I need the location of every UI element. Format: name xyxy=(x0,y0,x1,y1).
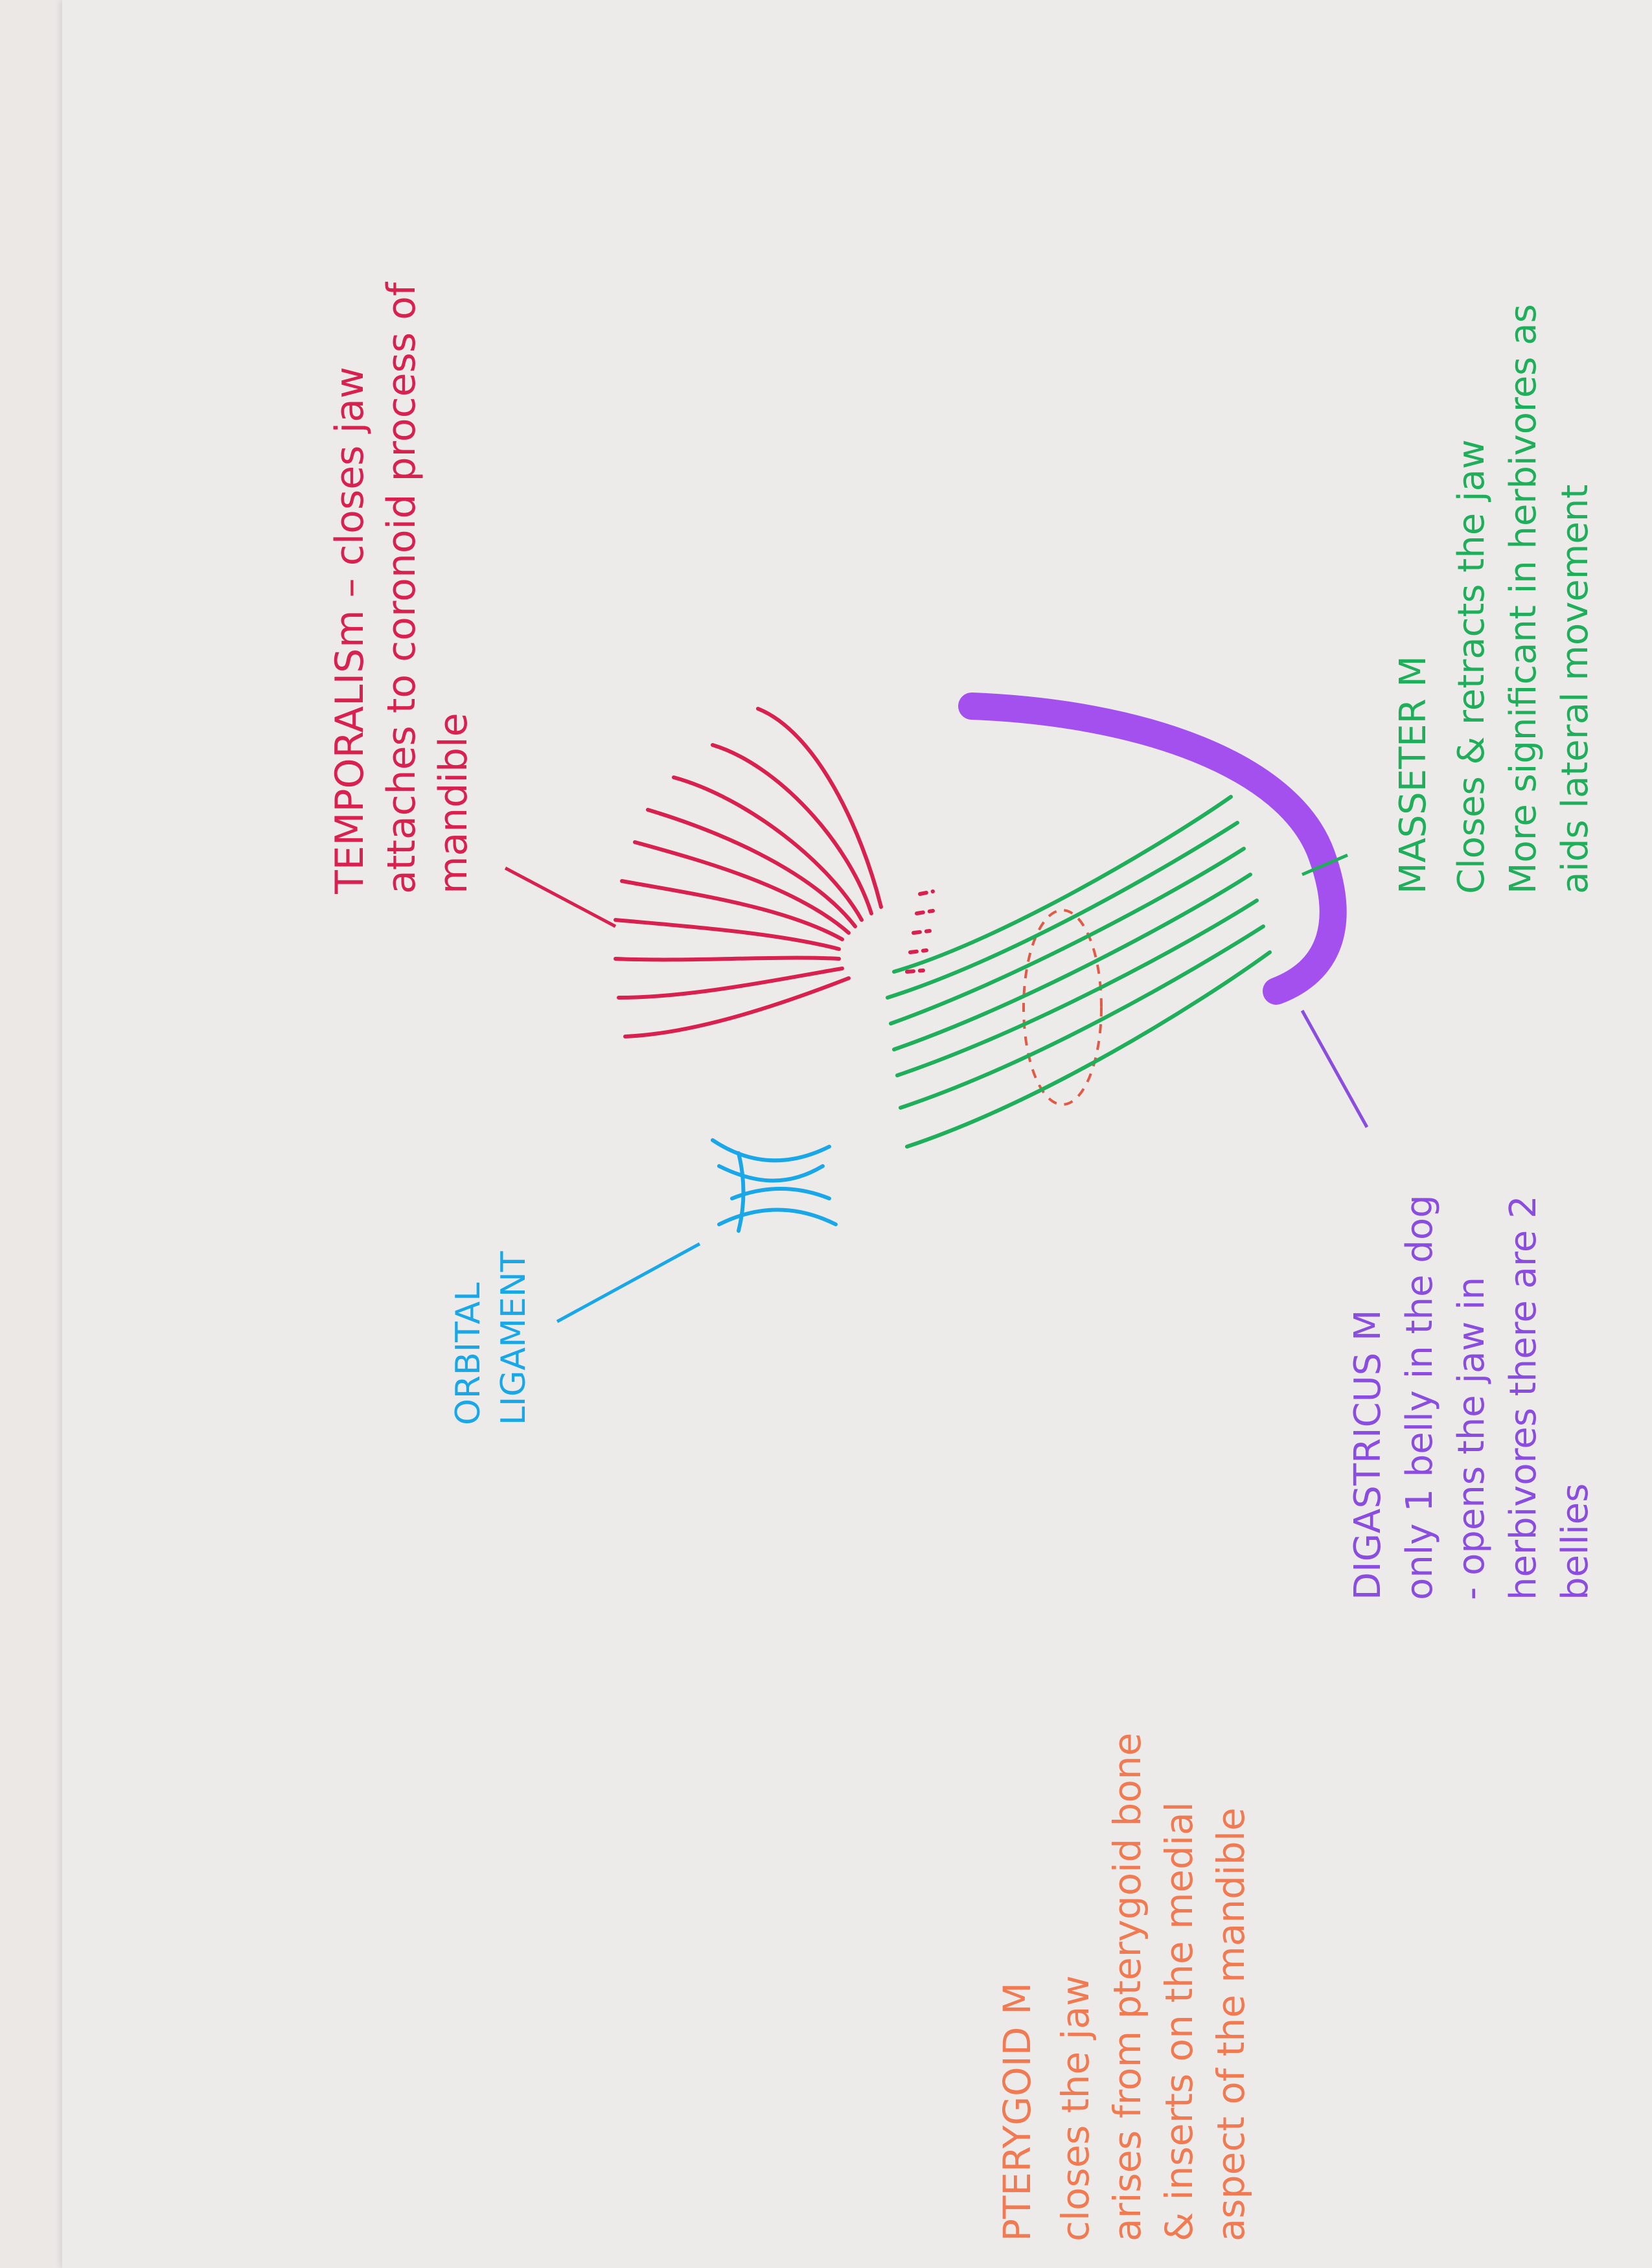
temporalis-fibre xyxy=(617,967,844,1000)
digastricus-line-1: only 1 belly in the dog xyxy=(1399,1195,1441,1600)
masseter-fibre xyxy=(899,924,1265,1110)
temporalis-fibre xyxy=(620,879,844,941)
pterygoid-line-1: closes the jaw xyxy=(1053,1975,1097,2241)
digastricus-leader-line xyxy=(1300,1009,1369,1128)
muscle-outline-dashed xyxy=(1022,909,1103,1106)
masseter-line-3: aids lateral movement xyxy=(1554,485,1596,894)
masseter-fibre xyxy=(892,873,1252,1051)
orbital-ligament xyxy=(711,1138,838,1233)
orbital-label: ORBITAL LIGAMENT xyxy=(449,1251,533,1425)
masseter-line-2: More significant in herbivores as xyxy=(1502,304,1544,894)
digastricus-line-2: - opens the jaw in xyxy=(1451,1277,1493,1600)
temporalis-fibre xyxy=(646,808,857,928)
temporalis-line-1: m – closes jaw xyxy=(327,367,373,648)
masseter-leader-line xyxy=(1302,853,1348,876)
temporalis-label: TEMPORALIS m – closes jaw attaches to co… xyxy=(327,281,476,895)
pterygoid-line-4: aspect of the mandible xyxy=(1209,1807,1253,2241)
temporalis-fibre xyxy=(614,918,841,951)
masseter-fibre xyxy=(905,950,1272,1149)
masseter-fibre xyxy=(889,847,1246,1025)
pterygoid-title: PTERYGOID M xyxy=(995,1982,1039,2241)
pterygoid-line-3: & inserts on the medial xyxy=(1157,1802,1201,2241)
masseter-fibre xyxy=(895,899,1259,1077)
pterygoid-line-2: arises from pterygoid bone xyxy=(1105,1733,1149,2241)
masseter-line-1: Closes & retracts the jaw xyxy=(1451,439,1493,894)
masseter-fibre xyxy=(886,821,1239,1000)
temporalis-line-3: mandible xyxy=(431,713,476,894)
digastricus-line-3: herbivores there are 2 xyxy=(1502,1195,1544,1600)
pterygoid-label: PTERYGOID M closes the jaw arises from p… xyxy=(995,1733,1253,2241)
digastricus-line-4: bellies xyxy=(1554,1483,1596,1600)
digastricus-band xyxy=(958,693,1347,1005)
temporalis-line-2: attaches to coronoid process of xyxy=(379,281,424,894)
temporalis-muscle xyxy=(614,707,935,1038)
orbital-line-1: ORBITAL xyxy=(449,1283,488,1425)
temporalis-leader-line xyxy=(504,866,617,928)
temporalis-fibre xyxy=(905,889,935,974)
masseter-muscle xyxy=(886,795,1272,1149)
digastricus-label: DIGASTRICUS M only 1 belly in the dog - … xyxy=(1347,1195,1596,1600)
temporalis-fibre xyxy=(614,956,841,962)
orbital-line-2: LIGAMENT xyxy=(494,1251,533,1425)
temporalis-fibre xyxy=(623,976,851,1038)
temporalis-title: TEMPORALIS xyxy=(327,648,373,895)
temporalis-fibre xyxy=(711,743,873,915)
temporalis-fibre xyxy=(756,707,883,909)
paper-sheet xyxy=(62,0,1652,2268)
masseter-label: MASSETER M Closes & retracts the jaw Mor… xyxy=(1392,304,1596,894)
digastricus-title: DIGASTRICUS M xyxy=(1347,1310,1389,1600)
orbital-leader-line xyxy=(556,1242,701,1323)
masseter-fibre xyxy=(892,795,1233,974)
temporalis-fibre xyxy=(672,775,864,922)
temporalis-fibre xyxy=(633,840,851,935)
masseter-title: MASSETER M xyxy=(1392,656,1434,894)
